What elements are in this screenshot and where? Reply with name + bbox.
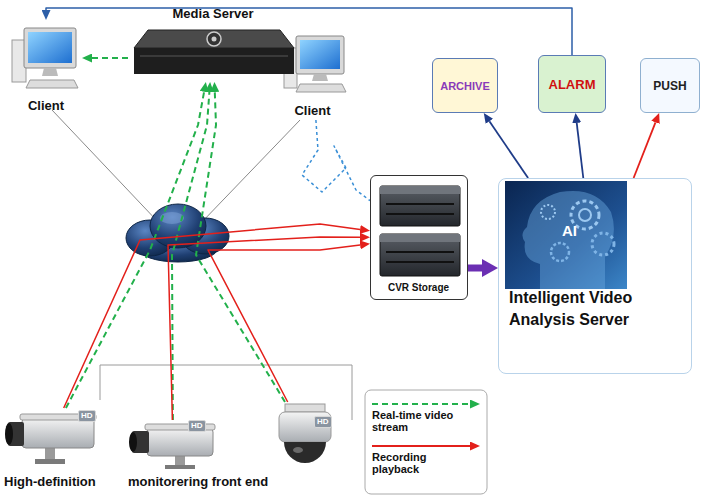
storage-unit — [386, 213, 454, 215]
server-device — [134, 30, 294, 48]
camera-icon — [147, 428, 213, 456]
connector-arrow — [302, 120, 370, 201]
dome-camera-icon — [284, 442, 326, 463]
node-label: Client — [275, 103, 350, 118]
client-computer: Client — [10, 20, 82, 110]
dome-camera-icon — [293, 447, 303, 453]
dome-camera: HD — [276, 402, 334, 468]
network-link — [200, 120, 300, 224]
legend-text: Real-time video stream — [372, 409, 484, 433]
camera-icon — [129, 432, 137, 452]
media-server: Media Server — [128, 6, 298, 82]
network-link — [52, 110, 160, 224]
connector-arrow — [92, 57, 128, 59]
ai-illustration — [522, 191, 613, 289]
node-label: ALARM — [539, 56, 605, 112]
camera-icon — [22, 418, 94, 448]
server-device — [212, 37, 217, 42]
output-box: PUSH — [640, 58, 700, 113]
camera-icon — [35, 459, 65, 464]
node-label: Intelligent Video Analysis Server — [509, 287, 659, 331]
network-cloud — [160, 212, 184, 224]
computer-icon — [312, 74, 328, 81]
connector-arrow — [489, 121, 528, 178]
output-box: ALARM — [538, 55, 606, 113]
server-device — [207, 32, 221, 46]
connector-arrow — [64, 224, 360, 408]
ai-illustration — [541, 205, 555, 219]
node-label: ARCHIVE — [433, 59, 497, 112]
connector-arrow — [196, 92, 285, 402]
ai-illustration — [505, 181, 627, 289]
node-label: Media Server — [128, 6, 298, 21]
dome-camera-icon — [285, 404, 325, 412]
computer-icon — [42, 68, 58, 76]
server-device — [134, 30, 294, 74]
computer-icon — [300, 40, 340, 69]
connector-arrow — [46, 8, 572, 55]
node-label: HD — [78, 410, 96, 422]
storage-unit — [380, 234, 460, 242]
storage-unit — [380, 234, 460, 276]
legend-text: Recording playback — [372, 451, 462, 475]
server-device — [140, 55, 288, 57]
camera-icon — [165, 465, 195, 469]
connector-arrow — [634, 122, 656, 178]
camera: HD — [6, 408, 96, 464]
legend-box — [365, 390, 487, 494]
network-cloud — [126, 204, 229, 262]
analysis-server-box: Intelligent Video Analysis Server — [498, 178, 692, 374]
connector-arrow — [577, 123, 584, 178]
ai-illustration — [505, 181, 627, 289]
network-cloud — [150, 204, 206, 248]
storage-unit — [380, 186, 460, 226]
computer-icon — [28, 32, 72, 63]
ai-text: AI — [562, 222, 577, 239]
connector-arrow — [168, 237, 360, 420]
client-computer: Client — [275, 25, 350, 120]
camera-icon — [5, 423, 13, 445]
dome-camera-icon — [279, 412, 331, 442]
node-label: CVR Storage — [371, 282, 466, 293]
computer-icon — [24, 28, 76, 68]
node-label: HD — [314, 416, 332, 428]
storage-unit — [380, 186, 460, 194]
storage-unit — [386, 261, 454, 263]
caption-text: monitorering front end — [128, 474, 328, 489]
storage-unit — [386, 203, 454, 205]
computer-icon — [26, 80, 78, 88]
storage-unit — [380, 186, 460, 276]
output-box: ARCHIVE — [432, 58, 498, 113]
ai-illustration — [592, 233, 614, 255]
dome-camera-icon — [279, 404, 331, 463]
computer-icon — [12, 28, 78, 88]
server-device — [134, 48, 294, 74]
ai-illustration — [551, 243, 569, 261]
computer-icon — [296, 84, 346, 92]
connector-arrow — [66, 92, 204, 408]
caption-text: High-definition — [4, 474, 124, 489]
node-label: PUSH — [641, 59, 699, 112]
node-label: HD — [188, 420, 206, 432]
node-label: Client — [10, 98, 82, 113]
storage-unit — [386, 251, 454, 253]
connector-arrow — [468, 265, 482, 272]
computer-icon — [296, 36, 344, 74]
legend-line-sample — [372, 445, 470, 447]
storage-box: CVR Storage — [370, 175, 468, 300]
connector-arrow — [208, 245, 360, 402]
ai-illustration — [579, 209, 591, 221]
legend-box — [365, 390, 487, 494]
legend-line-sample — [372, 403, 470, 405]
camera: HD — [130, 420, 216, 470]
connector-arrow — [172, 92, 209, 420]
